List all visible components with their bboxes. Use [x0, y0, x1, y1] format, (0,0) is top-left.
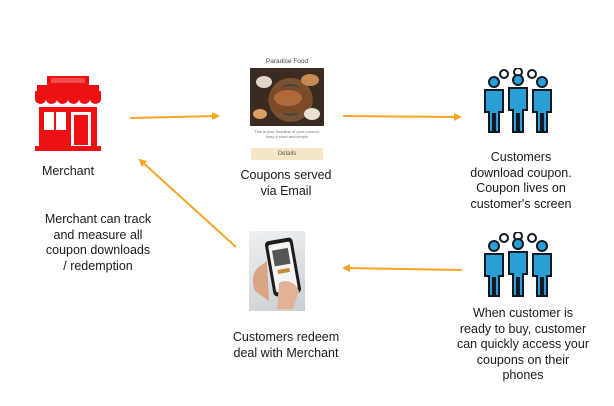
arrow-merchant-to-coupon [129, 112, 220, 121]
merchant-track-label: Merchant can track and measure all coupo… [44, 212, 152, 273]
redeem-label: Customers redeem deal with Merchant [232, 330, 340, 360]
customers-download-label: Customers download coupon. Coupon lives … [470, 150, 572, 211]
coupon-fine-print: This is your headline of your product, k… [254, 129, 320, 139]
coupon-email-label: Coupons served via Email [240, 168, 332, 198]
customers-ready-label: When customer is ready to buy, customer … [456, 306, 589, 382]
arrow-redeem-to-merchant [138, 158, 237, 248]
coupon-card: Paradise Food This is your headline of y… [246, 56, 328, 164]
coupon-title: Paradise Food [265, 58, 309, 65]
coupon-details-button[interactable]: Details [251, 148, 323, 160]
people-group-icon [484, 68, 552, 133]
merchant-label: Merchant [41, 164, 95, 178]
arrow-coupon-to-customers [342, 112, 462, 121]
phone-coupon-photo [249, 231, 305, 311]
people-group-icon [484, 232, 552, 297]
food-photo [250, 68, 324, 126]
storefront-icon [35, 76, 101, 151]
arrow-customers-to-redeem [342, 264, 463, 273]
